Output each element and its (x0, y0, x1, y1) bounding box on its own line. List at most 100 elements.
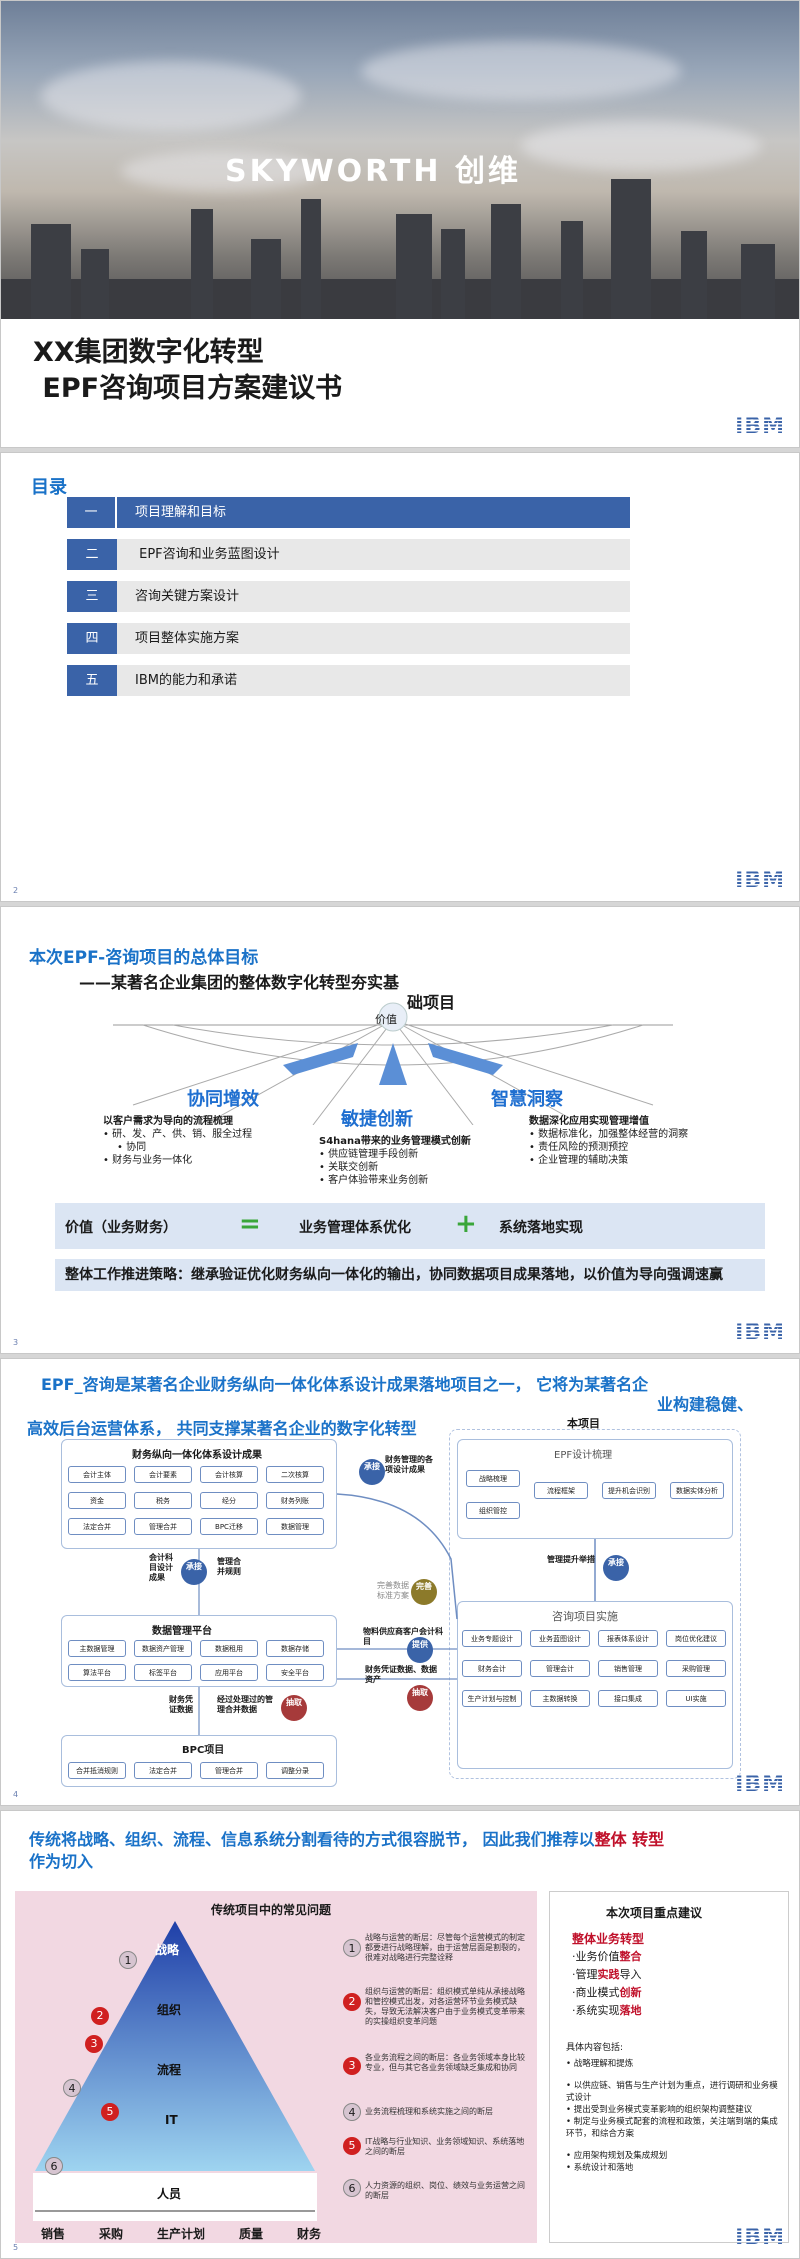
provide-badge: 提供 (407, 1637, 433, 1663)
box-title: EPF设计梳理 (554, 1450, 613, 1461)
cell: 报表体系设计 (598, 1630, 658, 1647)
goals-subtitle: ——某著名企业集团的整体数字化转型夯实基 (79, 973, 400, 992)
toc-num: 二 (67, 539, 117, 570)
toc-item-4[interactable]: 四 项目整体实施方案 (67, 623, 630, 654)
cell: 岗位优化建议 (666, 1630, 726, 1647)
level-people: 人员 (157, 2187, 182, 2201)
page-number: 4 (13, 1790, 19, 1799)
value-fan-diagram (113, 1002, 673, 1125)
inherit-badge-2: 承接 (603, 1555, 629, 1581)
epf-design-box: EPF设计梳理 战略梳理 流程框架 提升机会识别 数据实体分析 组织管控 (457, 1439, 733, 1539)
cell: 资金 (68, 1492, 126, 1509)
label-accounting: 会计科目设计成果 (149, 1553, 173, 1582)
slide-cover: SKYWORTH 创维 XX集团数字化转型 EPF咨询项目方案建议书 IBM (0, 0, 800, 448)
issue-note-3: 各业务流程之间的断层：各业务领域本身比较专业，但与其它各业务领域缺乏集成和协同 (365, 2053, 525, 2072)
toc-label: 项目理解和目标 (135, 505, 227, 520)
toc-item-3[interactable]: 三 咨询关键方案设计 (67, 581, 630, 612)
label-voucher-data: 财务凭证数据 (169, 1695, 193, 1714)
recommend-title: 本次项目重点建议 (606, 1906, 703, 1920)
agile-detail: S4hana带来的业务管理模式创新 供应链管理手段创新 关联交创新 客户体验带来… (319, 1135, 499, 1187)
label-mgmt-merge: 管理合并规则 (217, 1557, 241, 1576)
label-mgmt-upgrade: 管理提升举措 (547, 1555, 595, 1564)
toc-label: 项目整体实施方案 (135, 631, 240, 646)
cell: 合并抵消规则 (68, 1762, 126, 1779)
label-voucher: 财务凭证数据、数据资产 (365, 1665, 437, 1684)
issue-note-1: 战略与运营的断层：尽管每个运营模式的制定都要进行战略理解，由于运营层面是割裂的，… (365, 1933, 525, 1962)
cell: 财务会计 (462, 1660, 522, 1677)
toc-num: 五 (67, 665, 117, 696)
toc-num: 三 (67, 581, 117, 612)
cell: 业务专题设计 (462, 1630, 522, 1647)
cell: 采购管理 (666, 1660, 726, 1677)
level-it: IT (165, 2113, 178, 2127)
cell: 经分 (200, 1492, 258, 1509)
cell: 税务 (134, 1492, 192, 1509)
cell: 数据存储 (266, 1640, 324, 1657)
label-fin-mgmt: 财务管理的各项设计成果 (385, 1455, 433, 1474)
cell: 管理合并 (134, 1518, 192, 1535)
goals-title: 本次EPF-咨询项目的总体目标 (29, 948, 259, 968)
cell: 会计主体 (68, 1466, 126, 1483)
ibm-logo: IBM (735, 868, 785, 893)
extract-badge: 抽取 (407, 1685, 433, 1711)
goals-subtitle-cont: 础项目 (407, 993, 456, 1012)
cell: 数据管理 (266, 1518, 324, 1535)
box-title: BPC项目 (182, 1745, 225, 1756)
recommend-items: ·业务价值整合 ·管理实践导入 ·商业模式创新 ·系统实现落地 (572, 1950, 642, 2017)
toc-num: 四 (67, 623, 117, 654)
this-project-frame (449, 1429, 741, 1779)
detail-list: • 战略理解和提炼 • 以供应链、销售与生产计划为重点，进行调研和业务模式设计 … (566, 2059, 778, 2173)
cell: 应用平台 (200, 1664, 258, 1681)
cell: 销售管理 (598, 1660, 658, 1677)
data-platform-box: 数据管理平台 主数据管理 数据资产管理 数据租用 数据存储 算法平台 标签平台 … (61, 1615, 337, 1687)
toc-item-5[interactable]: 五 IBM的能力和承诺 (67, 665, 630, 696)
epf-title-1: EPF_咨询是某著名企业财务纵向一体化体系设计成果落地项目之一， 它将为某著名企 (41, 1375, 649, 1394)
cell: 会计核算 (200, 1466, 258, 1483)
bpc-project-box: BPC项目 合并抵消规则 法定合并 管理合并 调整分录 (61, 1735, 337, 1787)
cell: 二次核算 (266, 1466, 324, 1483)
page-number: 3 (13, 1338, 19, 1347)
cell: 调整分录 (266, 1762, 324, 1779)
cell: 组织管控 (466, 1502, 520, 1519)
cell: 数据实体分析 (670, 1482, 724, 1499)
toc-item-1[interactable]: 一 项目理解和目标 (67, 497, 630, 528)
strategy-statement: 整体工作推进策略：继承验证优化财务纵向一体化的输出，协同数据项目成果落地，以价值… (55, 1259, 765, 1291)
cell: 算法平台 (68, 1664, 126, 1681)
box-title: 数据管理平台 (152, 1626, 212, 1637)
skyworth-logo: SKYWORTH 创维 (225, 154, 521, 189)
cell: 标签平台 (134, 1664, 192, 1681)
value-label: 价值（业务财务） (65, 1220, 177, 1236)
fin-integration-box: 财务纵向一体化体系设计成果 会计主体 会计要素 会计核算 二次核算 资金 税务 … (61, 1439, 337, 1549)
cell: 数据资产管理 (134, 1640, 192, 1657)
cell: 安全平台 (266, 1664, 324, 1681)
word-agile: 敏捷创新 (341, 1109, 413, 1130)
cell: 生产计划与控制 (462, 1690, 522, 1707)
value-center-label: 价值 (375, 1013, 397, 1026)
pyramid-title: 传统项目中的常见问题 (211, 1903, 332, 1917)
toc-item-2[interactable]: 二 EPF咨询和业务蓝图设计 (67, 539, 630, 570)
cell: 数据租用 (200, 1640, 258, 1657)
issue-note-5: IT战略与行业知识、业务领域知识、系统落地之间的断层 (365, 2137, 525, 2156)
cell: 流程框架 (534, 1482, 588, 1499)
epf-title-3: 高效后台运营体系， 共同支撑某著名企业的数字化转型 (27, 1419, 417, 1438)
ibm-logo: IBM (735, 1320, 785, 1345)
cell: UI实施 (666, 1690, 726, 1707)
label-data-std: 完善数据标准方案 (377, 1581, 409, 1600)
key-recommendation-panel: 本次项目重点建议 整体业务转型 ·业务价值整合 ·管理实践导入 ·商业模式创新 … (549, 1891, 789, 2243)
slide-epf-positioning: EPF_咨询是某著名企业财务纵向一体化体系设计成果落地项目之一， 它将为某著名企… (0, 1358, 800, 1806)
level-strategy: 战略 (155, 1943, 180, 1957)
epf-title-2: 业构建稳健、 (657, 1395, 754, 1414)
cover-title-line1: XX集团数字化转型 (33, 337, 264, 368)
cell: 财务列账 (266, 1492, 324, 1509)
box-title: 财务纵向一体化体系设计成果 (132, 1450, 262, 1461)
word-synergy: 协同增效 (187, 1089, 259, 1110)
recommend-head: 整体业务转型 (572, 1932, 645, 1946)
this-project-label: 本项目 (567, 1417, 600, 1430)
label-processed: 经过处理过的管理合并数据 (217, 1695, 273, 1714)
word-insight: 智慧洞察 (491, 1089, 563, 1110)
ibm-logo: IBM (735, 2225, 785, 2250)
function-labels: 销售采购生产计划质量财务 (41, 2227, 321, 2241)
cell: 法定合并 (134, 1762, 192, 1779)
inherit-badge-3: 承接 (181, 1559, 207, 1585)
cell: 主数据转换 (530, 1690, 590, 1707)
